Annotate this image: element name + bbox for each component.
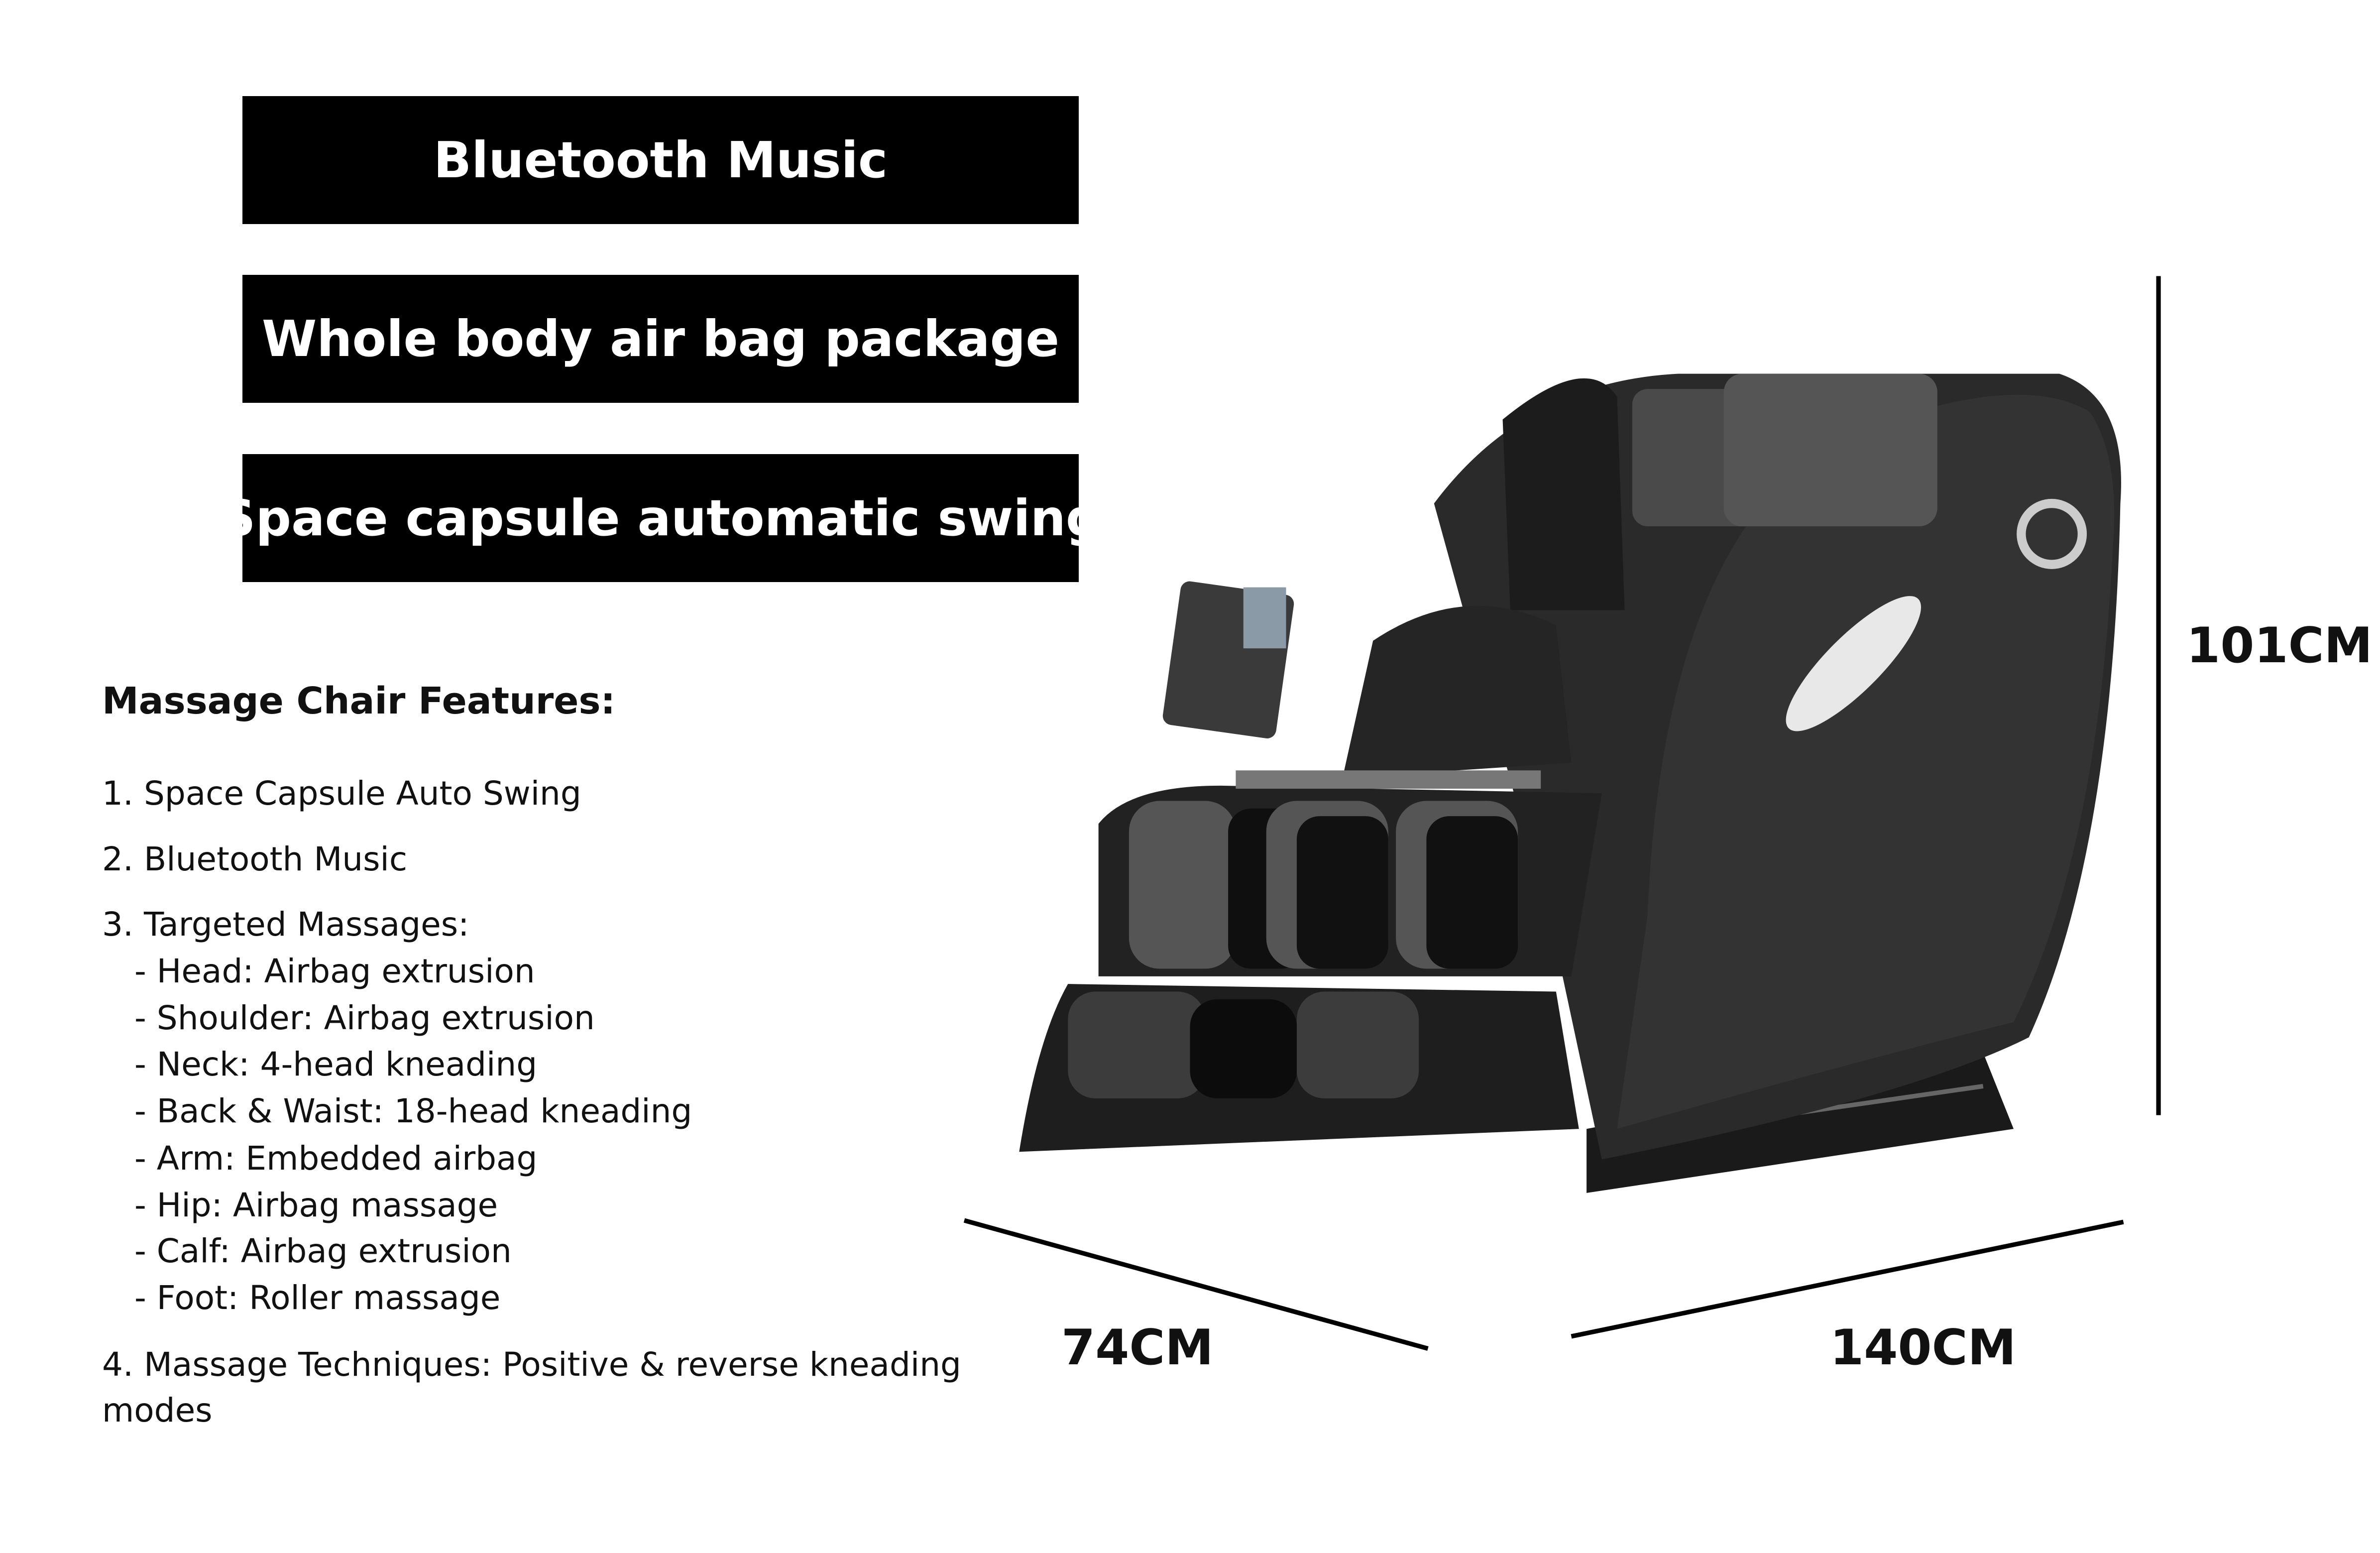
length-dimension-line xyxy=(1571,1219,2124,1339)
height-dimension-label: 101CM xyxy=(2186,617,2373,674)
feature-item: 4. Massage Techniques: Positive & revers… xyxy=(102,1345,961,1384)
feature-item: - Shoulder: Airbag extrusion xyxy=(134,999,595,1037)
length-dimension-label: 140CM xyxy=(1830,1319,2017,1376)
badge-bluetooth-music: Bluetooth Music xyxy=(242,96,1079,224)
width-dimension-line xyxy=(963,1218,1429,1351)
features-heading: Massage Chair Features: xyxy=(102,680,616,722)
feature-item: 2. Bluetooth Music xyxy=(102,840,408,878)
feature-item: - Head: Airbag extrusion xyxy=(134,952,535,990)
feature-item: - Foot: Roller massage xyxy=(134,1279,501,1317)
feature-item: - Neck: 4-head kneading xyxy=(134,1045,538,1083)
feature-item: - Back & Waist: 18-head kneading xyxy=(134,1092,692,1130)
massage-chair-image xyxy=(1019,373,2121,1193)
badge-air-bag-package: Whole body air bag package xyxy=(242,275,1079,403)
feature-item: 3. Targeted Massages: xyxy=(102,905,469,944)
feature-item: modes xyxy=(102,1391,213,1430)
badge-space-capsule-swing: Space capsule automatic swing xyxy=(220,454,1101,582)
feature-item: - Arm: Embedded airbag xyxy=(134,1139,538,1178)
width-dimension-label: 74CM xyxy=(1061,1319,1214,1376)
feature-item: - Hip: Airbag massage xyxy=(134,1186,498,1224)
feature-item: - Calf: Airbag extrusion xyxy=(134,1232,512,1270)
feature-item: 1. Space Capsule Auto Swing xyxy=(102,774,581,813)
